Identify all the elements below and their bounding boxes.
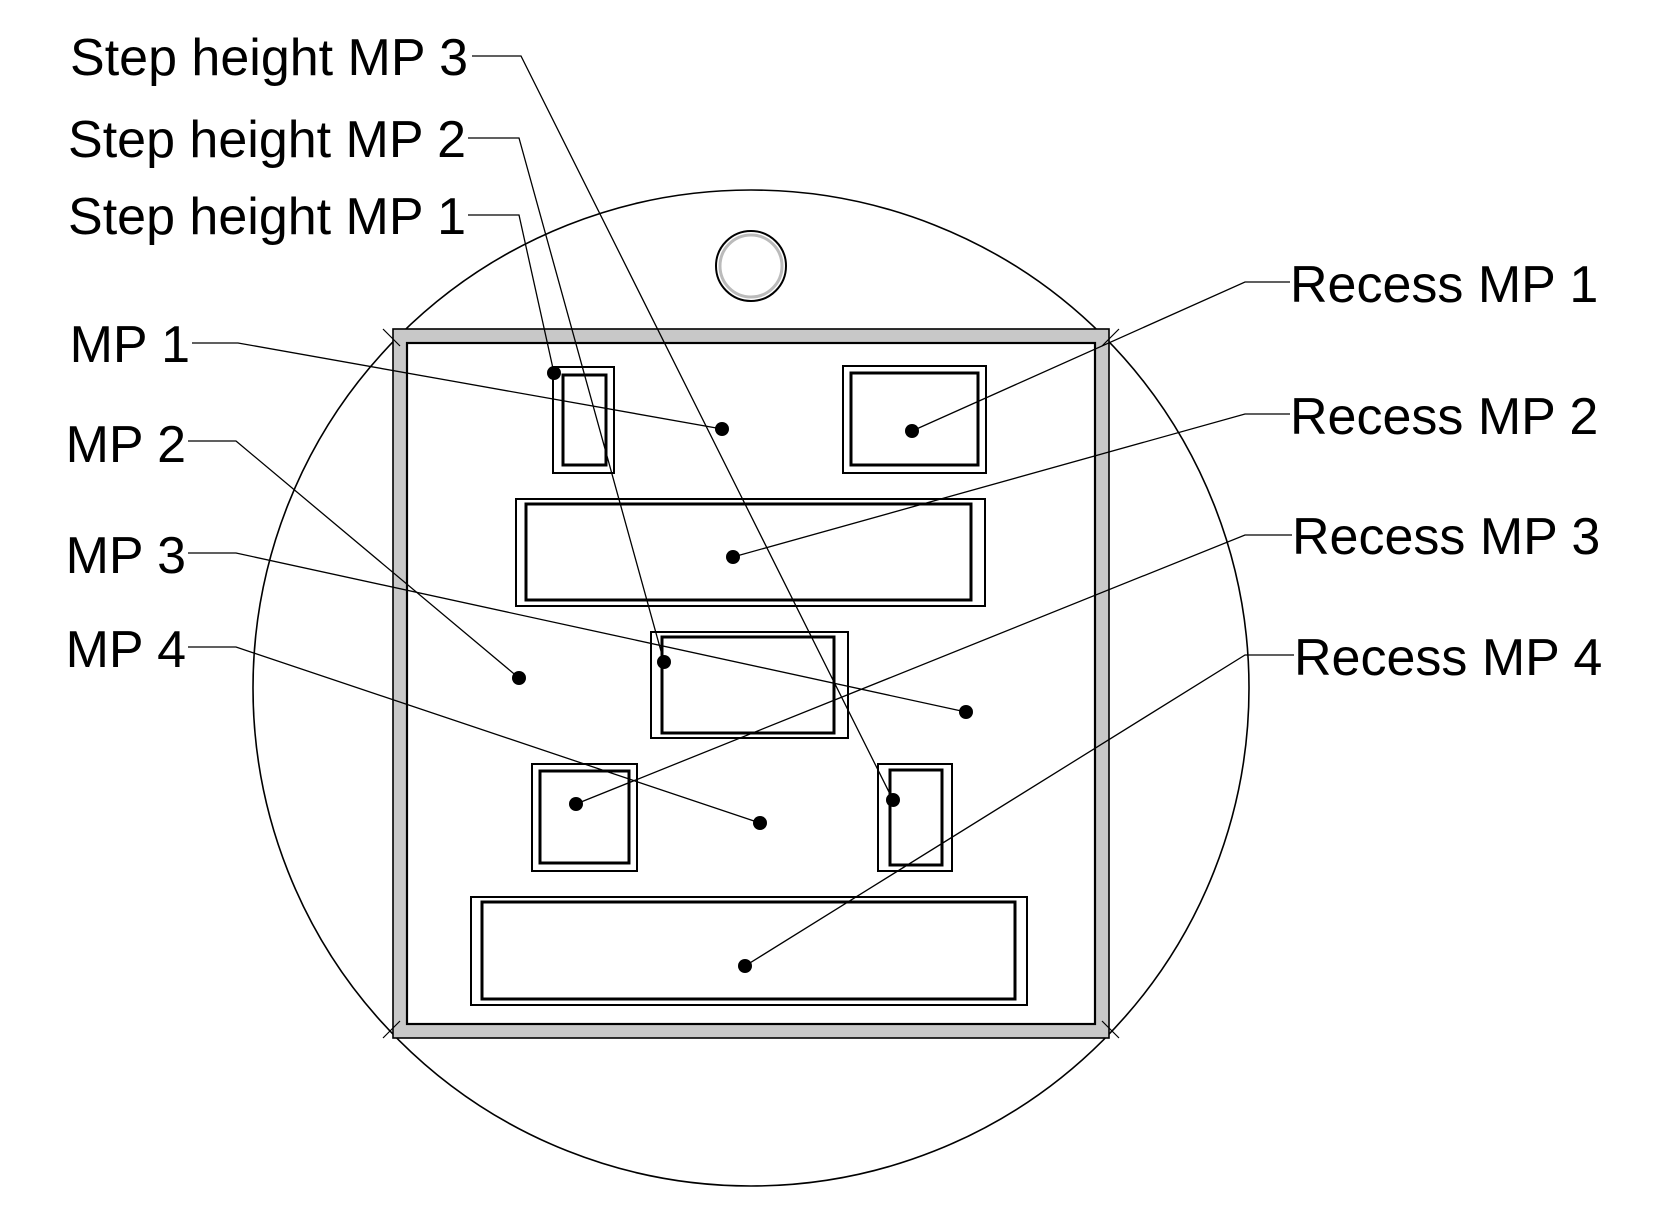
label-mp1: MP 1 [70, 316, 190, 374]
dot-step-mp1 [547, 366, 561, 380]
label-step-height-mp2: Step height MP 2 [68, 111, 466, 169]
dot-recess-mp1 [905, 424, 919, 438]
leader-step-height-mp3 [472, 55, 894, 801]
dot-recess-mp4 [738, 959, 752, 973]
dot-step-mp3 [886, 793, 900, 807]
step-mp1 [552, 366, 615, 474]
leader-recess-mp4 [744, 654, 1294, 967]
leader-lines [188, 55, 1294, 967]
dot-recess-mp2 [726, 550, 740, 564]
leader-recess-mp1 [911, 281, 1290, 432]
step-mp2-rect [650, 631, 849, 739]
label-mp3: MP 3 [66, 527, 186, 585]
dot-mp3 [959, 705, 973, 719]
recess-mp3-rect [531, 763, 638, 872]
mounting-hole [715, 230, 787, 302]
label-step-height-mp3: Step height MP 3 [70, 29, 468, 87]
label-recess-mp4: Recess MP 4 [1294, 629, 1602, 687]
leader-mp1 [192, 342, 723, 430]
measurement-points [512, 366, 973, 973]
square-frame [382, 328, 1120, 1039]
leader-step-height-mp2 [468, 137, 665, 663]
label-recess-mp3: Recess MP 3 [1292, 508, 1600, 566]
label-recess-mp1: Recess MP 1 [1290, 256, 1598, 314]
recess-mp4-rect [470, 896, 1028, 1006]
dot-mp1 [715, 422, 729, 436]
leader-mp2 [188, 440, 520, 679]
leader-recess-mp3 [575, 534, 1292, 805]
recess-mp1-rect [842, 365, 987, 474]
leader-step-height-mp1 [468, 214, 555, 374]
leader-mp4 [188, 646, 761, 824]
dot-mp4 [753, 816, 767, 830]
label-step-height-mp1: Step height MP 1 [68, 188, 466, 246]
label-mp4: MP 4 [66, 621, 186, 679]
leader-recess-mp2 [732, 413, 1290, 558]
dot-recess-mp3 [569, 797, 583, 811]
dot-step-mp2 [657, 655, 671, 669]
dot-mp2 [512, 671, 526, 685]
step-mp3-rect [877, 763, 953, 872]
leader-mp3 [188, 552, 967, 713]
label-recess-mp2: Recess MP 2 [1290, 388, 1598, 446]
label-mp2: MP 2 [66, 416, 186, 474]
